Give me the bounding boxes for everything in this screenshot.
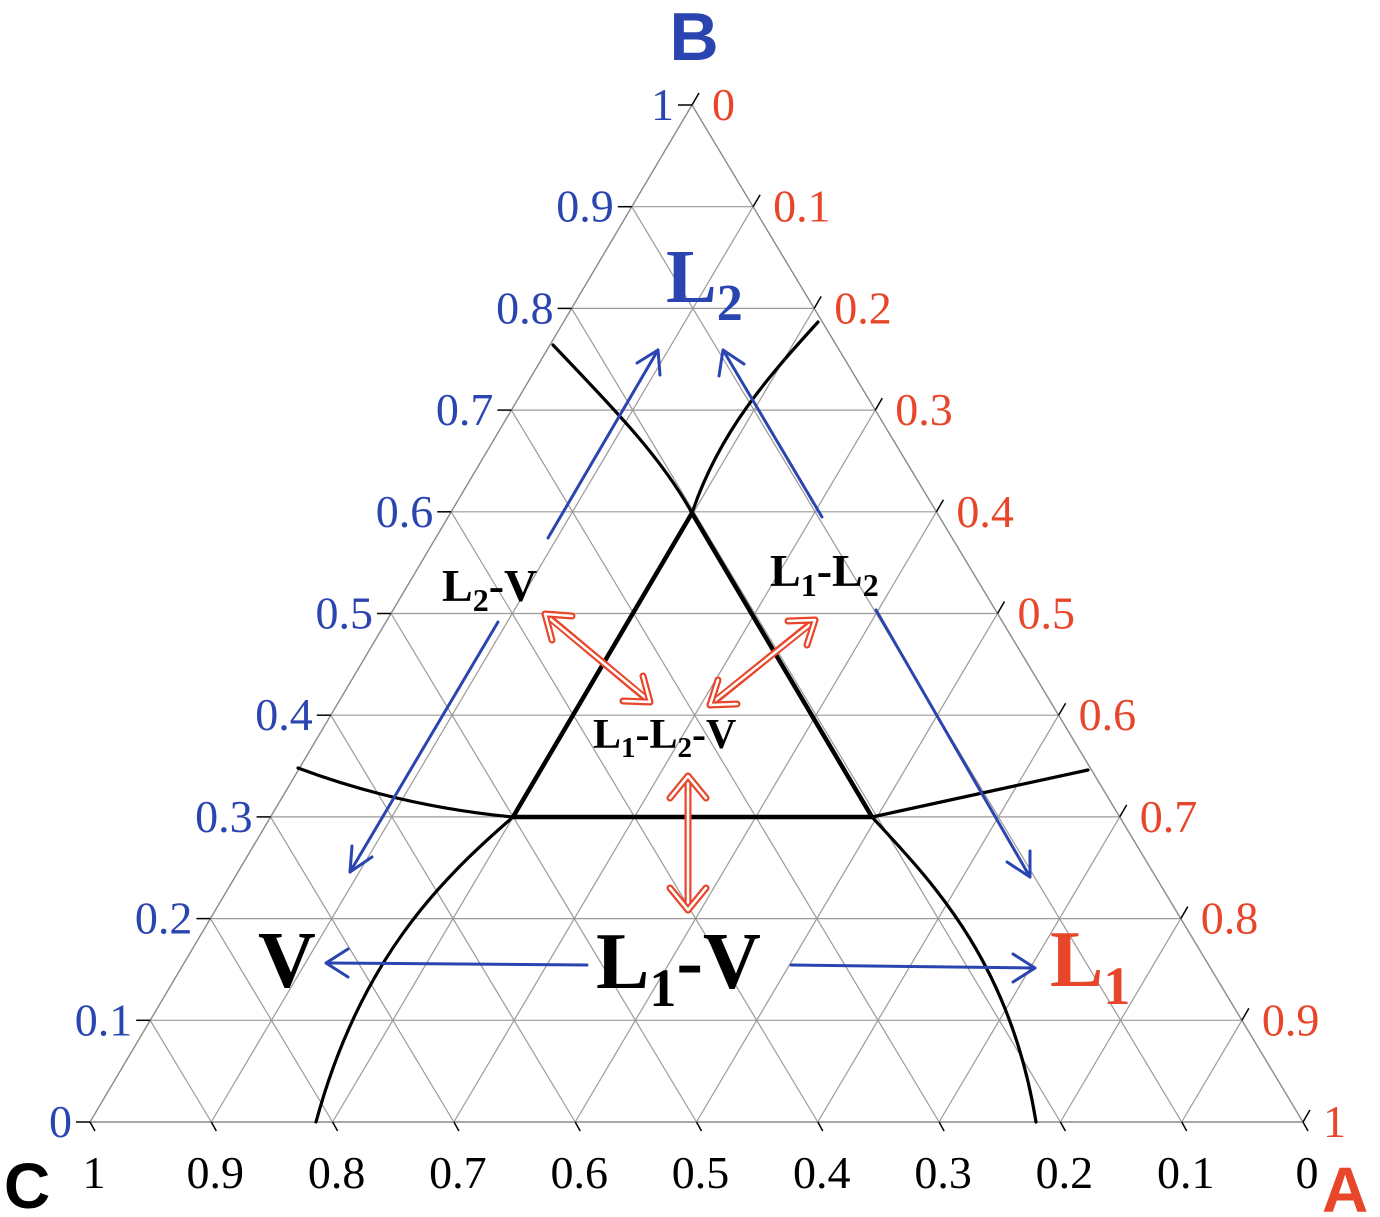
boundary-left-middle (296, 766, 515, 819)
region-label-l1: L1 (1050, 916, 1130, 1016)
tick-right (1302, 1109, 1311, 1123)
left-tick-label: 0.6 (376, 486, 434, 537)
vertex-label-c: C (4, 1150, 50, 1217)
right-tick-label: 0.3 (895, 384, 953, 435)
left-tick-label: 0.2 (135, 893, 193, 944)
bottom-axis-tick-labels: 1 0.9 0.8 0.7 0.6 0.5 0.4 0.3 0.2 0.1 0 (83, 1147, 1319, 1198)
right-tick-label: 0 (712, 79, 735, 130)
tick-bottom (1302, 1121, 1309, 1132)
arrow-l1v-to-v (324, 947, 589, 979)
bottom-tick-label: 0.3 (914, 1147, 972, 1198)
left-tick-label: 0.5 (316, 588, 374, 639)
left-tick-label: 0 (49, 1096, 72, 1147)
grid-line-c (510, 409, 940, 1123)
grid-line-a (453, 409, 876, 1123)
dbl-arrow-l1l2-l1l2v (706, 616, 819, 709)
tick-bottom (1059, 1121, 1067, 1132)
tick-right (935, 499, 945, 513)
boundary-left-upper (551, 343, 694, 515)
right-tick-label: 0.5 (1018, 588, 1076, 639)
boundary-l1l2v-right (689, 510, 875, 820)
left-tick-label: 0.3 (195, 791, 253, 842)
tick-bottom (817, 1121, 824, 1132)
grid-line-a (938, 816, 1121, 1123)
right-tick-label: 0.6 (1079, 689, 1137, 740)
left-tick-label: 0.9 (556, 181, 614, 232)
boundary-right-lower (870, 815, 1038, 1124)
left-tick-label: 0.7 (436, 384, 494, 435)
region-label-l1-v: L1-V (596, 918, 761, 1018)
right-tick-label: 0.2 (834, 282, 892, 333)
grid-line-a (1181, 1019, 1243, 1123)
tick-bottom (210, 1121, 217, 1132)
grid-line-c (149, 1019, 212, 1123)
arrow-l2v-to-v (348, 620, 500, 874)
bottom-tick-label: 0.7 (429, 1147, 487, 1198)
region-label-l2: L2 (666, 235, 743, 332)
grid-line-c (390, 613, 698, 1123)
tick-right (874, 397, 883, 411)
phase-boundaries (296, 320, 1090, 1124)
arrow-l1l2-to-l2 (717, 348, 824, 519)
grid-line-c (571, 308, 1061, 1123)
grid-line-a (210, 206, 754, 1123)
arrow-l1v-to-l1 (789, 952, 1037, 984)
grid-line-c (270, 816, 455, 1123)
tick-right (1180, 906, 1189, 919)
boundary-left-lower (314, 815, 515, 1124)
right-tick-label: 0.4 (956, 486, 1014, 537)
tick-bottom (574, 1121, 581, 1132)
tick-right (996, 601, 1006, 614)
bottom-tick-label: 0.9 (187, 1147, 245, 1198)
blue-arrows (324, 348, 1037, 984)
right-tick-label: 0.7 (1140, 791, 1198, 842)
tick-bottom (89, 1121, 96, 1132)
vertex-label-a: A (1322, 1154, 1368, 1217)
arrow-l1l2-to-l1 (874, 608, 1032, 879)
left-tick-label: 1 (651, 79, 674, 130)
tick-right (752, 194, 761, 208)
right-tick-label: 0.8 (1201, 893, 1259, 944)
right-tick-label: 0.1 (773, 181, 831, 232)
arrow-l2v-to-l2 (546, 348, 662, 540)
tick-right (1057, 702, 1067, 716)
tick-bottom (1181, 1121, 1188, 1132)
left-tick-label: 0.8 (496, 282, 554, 333)
red-double-arrows (541, 610, 819, 914)
tick-right (1119, 804, 1128, 818)
left-axis-tick-labels: 00.10.20.30.40.50.60.70.80.9 1 (49, 79, 674, 1147)
left-tick-label: 0.4 (255, 689, 313, 740)
tick-bottom (331, 1121, 339, 1132)
region-label-l1-l2: L1-L2 (770, 545, 879, 603)
region-label-l2-v: L2-V (442, 560, 537, 618)
right-axis-tick-labels: 10.90.80.70.60.50.40.30.20.1 0 (712, 79, 1346, 1147)
dbl-arrow-l2v-l1l2v (541, 610, 654, 706)
region-label-l1-l2-v: L1-L2-V (593, 712, 736, 764)
bottom-tick-label: 0.4 (793, 1147, 851, 1198)
right-tick-label: 0.9 (1262, 994, 1320, 1045)
vertex-label-b: B (669, 0, 718, 75)
tick-bottom (453, 1121, 460, 1132)
tick-right (691, 92, 700, 106)
bottom-tick-label: 0.1 (1157, 1147, 1215, 1198)
bottom-tick-label: 1 (83, 1147, 106, 1198)
bottom-tick-label: 0.5 (672, 1147, 730, 1198)
right-tick-label: 1 (1323, 1096, 1346, 1147)
region-label-v: V (258, 917, 316, 1005)
left-tick-label: 0.1 (75, 994, 133, 1045)
boundary-right-upper (690, 320, 820, 515)
bottom-tick-label: 0.8 (308, 1147, 366, 1198)
bottom-tick-label: 0.6 (550, 1147, 608, 1198)
grid-line-a (695, 613, 999, 1123)
dbl-arrow-l1l2v-l1v (666, 772, 710, 914)
tick-bottom (938, 1121, 945, 1132)
boundary-right-middle (870, 768, 1090, 819)
axis-ticks (76, 92, 1311, 1132)
tick-right (813, 296, 822, 309)
bottom-tick-label: 0.2 (1036, 1147, 1094, 1198)
tick-bottom (695, 1121, 703, 1132)
tick-right (1241, 1007, 1250, 1021)
bottom-tick-label: 0 (1296, 1147, 1319, 1198)
